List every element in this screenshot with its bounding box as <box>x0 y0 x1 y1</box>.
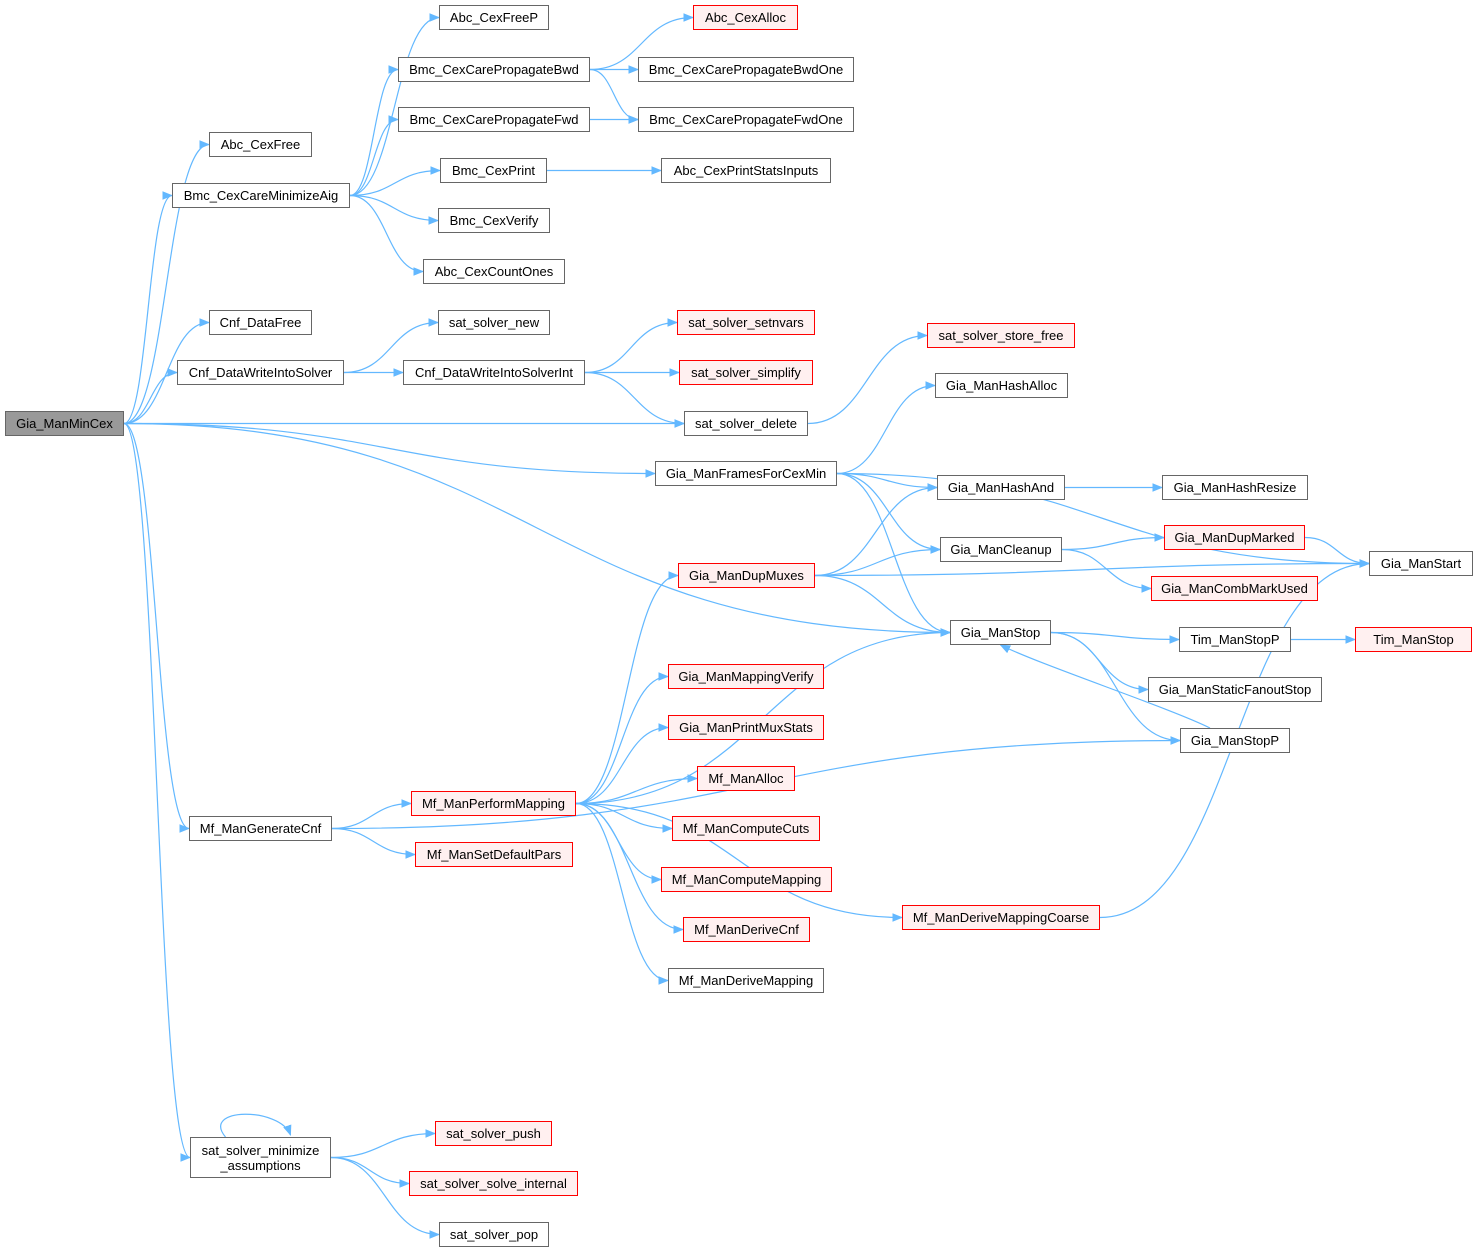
node-gia-manhashalloc[interactable]: Gia_ManHashAlloc <box>935 373 1068 398</box>
edge-mf-manperformmapping-to-gia-manprintmuxstats <box>575 723 670 805</box>
edge-gia-manstop-to-tim-manstopp <box>1050 631 1181 644</box>
edge-bmc-cexcarepropagatebwd-to-abc-cexalloc <box>589 13 695 71</box>
edge-mf-manperformmapping-to-gia-mandupmuxes <box>575 571 680 805</box>
node-bmc-cexprint[interactable]: Bmc_CexPrint <box>440 158 547 183</box>
node-mf-manderivecnf[interactable]: Mf_ManDeriveCnf <box>683 917 810 942</box>
edge-gia-manframesforcexmin-to-gia-mancleanup <box>836 472 942 554</box>
node-sat-solver-push[interactable]: sat_solver_push <box>435 1121 552 1146</box>
edge-gia-mandupmuxes-to-gia-mancleanup <box>814 545 942 577</box>
node-bmc-cexcarepropagatefwdone[interactable]: Bmc_CexCarePropagateFwdOne <box>638 107 854 132</box>
node-abc-cexalloc[interactable]: Abc_CexAlloc <box>693 5 798 30</box>
node-gia-manframesforcexmin[interactable]: Gia_ManFramesForCexMin <box>655 461 837 486</box>
node-gia-manstart[interactable]: Gia_ManStart <box>1369 551 1473 576</box>
edge-bmc-cexcareminimizeaig-to-bmc-cexprint <box>349 166 442 197</box>
node-bmc-cexcarepropagatebwdone[interactable]: Bmc_CexCarePropagateBwdOne <box>638 57 854 82</box>
node-gia-manstop[interactable]: Gia_ManStop <box>950 620 1051 645</box>
node-mf-manperformmapping[interactable]: Mf_ManPerformMapping <box>411 791 576 816</box>
edge-bmc-cexcarepropagatebwd-to-bmc-cexcarepropagatefwdone <box>589 68 640 124</box>
edge-gia-manmincex-to-cnf-datawriteintosolver <box>123 368 179 425</box>
edge-sat-solver-minimize-assumptions-to-sat-solver-pop <box>330 1156 441 1239</box>
edge-sat-solver-delete-to-sat-solver-store-free <box>807 331 929 425</box>
edge-mf-manperformmapping-to-mf-manderivemapping <box>575 802 670 985</box>
edge-mf-manperformmapping-to-gia-manmappingverify <box>575 672 670 805</box>
edge-cnf-datawriteintosolverint-to-sat-solver-delete <box>584 371 686 428</box>
node-mf-mancomputecuts[interactable]: Mf_ManComputeCuts <box>672 816 820 841</box>
node-sat-solver-solve-internal[interactable]: sat_solver_solve_internal <box>409 1171 578 1196</box>
edge-bmc-cexcareminimizeaig-to-abc-cexfreep <box>349 13 441 197</box>
node-cnf-datafree[interactable]: Cnf_DataFree <box>209 310 312 335</box>
edge-gia-mandupmuxes-to-gia-manstop <box>814 574 952 637</box>
node-gia-mancombmarkused[interactable]: Gia_ManCombMarkUsed <box>1151 576 1318 601</box>
node-gia-manhashresize[interactable]: Gia_ManHashResize <box>1162 475 1308 500</box>
node-bmc-cexcarepropagatefwd[interactable]: Bmc_CexCarePropagateFwd <box>398 107 590 132</box>
edge-gia-manmincex-to-bmc-cexcareminimizeaig <box>123 191 174 425</box>
node-sat-solver-minimize-assumptions[interactable]: sat_solver_minimize _assumptions <box>190 1137 331 1178</box>
edge-gia-mandupmarked-to-gia-manstart <box>1304 536 1371 568</box>
edge-bmc-cexcareminimizeaig-to-bmc-cexverify <box>349 194 440 225</box>
edge-mf-manperformmapping-to-mf-manderivecnf <box>575 802 685 934</box>
edge-sat-solver-minimize-assumptions-to-sat-solver-solve-internal <box>330 1156 411 1188</box>
node-tim-manstopp[interactable]: Tim_ManStopP <box>1179 627 1291 652</box>
edge-mf-manperformmapping-to-mf-manderivemappingcoarse <box>575 802 904 922</box>
node-bmc-cexverify[interactable]: Bmc_CexVerify <box>438 208 550 233</box>
edge-gia-manmincex-to-mf-mangeneratecnf <box>123 422 191 833</box>
edge-gia-mandupmuxes-to-gia-manstart <box>814 559 1371 577</box>
node-sat-solver-store-free[interactable]: sat_solver_store_free <box>927 323 1075 348</box>
node-mf-mancomputemapping[interactable]: Mf_ManComputeMapping <box>661 867 832 892</box>
edge-gia-manstop-to-gia-manstopp <box>1050 631 1182 745</box>
node-gia-mancleanup[interactable]: Gia_ManCleanup <box>940 537 1062 562</box>
node-abc-cexfree[interactable]: Abc_CexFree <box>209 132 312 157</box>
edge-cnf-datawriteintosolver-to-sat-solver-new <box>343 318 440 374</box>
edge-bmc-cexcareminimizeaig-to-bmc-cexcarepropagatebwd <box>349 65 400 197</box>
node-abc-cexfreep[interactable]: Abc_CexFreeP <box>439 5 549 30</box>
node-mf-manalloc[interactable]: Mf_ManAlloc <box>697 766 795 791</box>
edge-sat-solver-minimize-assumptions-to-sat-solver-minimize-assumptions <box>220 1113 292 1138</box>
node-gia-manhashand[interactable]: Gia_ManHashAnd <box>937 475 1065 500</box>
edge-mf-manperformmapping-to-mf-manalloc <box>575 774 699 805</box>
edge-gia-manframesforcexmin-to-gia-manhashalloc <box>836 381 937 475</box>
node-mf-manderivemapping[interactable]: Mf_ManDeriveMapping <box>668 968 824 993</box>
edge-mf-mangeneratecnf-to-mf-manperformmapping <box>331 799 413 830</box>
edge-gia-mandupmuxes-to-gia-manhashand <box>814 483 939 577</box>
edge-gia-manmincex-to-sat-solver-minimize-assumptions <box>123 422 192 1162</box>
node-gia-manmappingverify[interactable]: Gia_ManMappingVerify <box>668 664 824 689</box>
edge-gia-manmincex-to-gia-manframesforcexmin <box>123 422 657 478</box>
node-gia-mandupmuxes[interactable]: Gia_ManDupMuxes <box>678 563 815 588</box>
node-cnf-datawriteintosolverint[interactable]: Cnf_DataWriteIntoSolverInt <box>403 360 585 385</box>
edge-gia-manmincex-to-cnf-datafree <box>123 318 211 425</box>
node-gia-manstaticfanoutstop[interactable]: Gia_ManStaticFanoutStop <box>1148 677 1322 702</box>
node-cnf-datawriteintosolver[interactable]: Cnf_DataWriteIntoSolver <box>177 360 344 385</box>
node-sat-solver-simplify[interactable]: sat_solver_simplify <box>679 360 813 385</box>
node-sat-solver-setnvars[interactable]: sat_solver_setnvars <box>677 310 815 335</box>
edge-gia-manframesforcexmin-to-gia-manstop <box>836 472 952 637</box>
node-bmc-cexcareminimizeaig[interactable]: Bmc_CexCareMinimizeAig <box>172 183 350 208</box>
node-gia-manstopp[interactable]: Gia_ManStopP <box>1180 728 1290 753</box>
node-mf-manderivemappingcoarse[interactable]: Mf_ManDeriveMappingCoarse <box>902 905 1100 930</box>
node-bmc-cexcarepropagatebwd[interactable]: Bmc_CexCarePropagateBwd <box>398 57 590 82</box>
node-sat-solver-delete[interactable]: sat_solver_delete <box>684 411 808 436</box>
edge-gia-manmincex-to-gia-manstop <box>123 422 952 637</box>
edge-gia-manframesforcexmin-to-gia-manstart <box>836 472 1371 568</box>
node-sat-solver-pop[interactable]: sat_solver_pop <box>439 1222 549 1247</box>
edge-gia-manmincex-to-abc-cexfree <box>123 140 211 425</box>
edge-gia-mancleanup-to-gia-mandupmarked <box>1061 533 1166 551</box>
edge-mf-mangeneratecnf-to-mf-mansetdefaultpars <box>331 827 417 859</box>
node-sat-solver-new[interactable]: sat_solver_new <box>438 310 550 335</box>
node-mf-mangeneratecnf[interactable]: Mf_ManGenerateCnf <box>189 816 332 841</box>
edge-gia-manstopp-to-gia-manstop <box>999 644 1211 729</box>
node-gia-manmincex: Gia_ManMinCex <box>5 411 124 436</box>
node-mf-mansetdefaultpars[interactable]: Mf_ManSetDefaultPars <box>415 842 573 867</box>
edge-gia-manframesforcexmin-to-gia-manhashand <box>836 472 939 492</box>
node-abc-cexcountones[interactable]: Abc_CexCountOnes <box>423 259 565 284</box>
node-gia-manprintmuxstats[interactable]: Gia_ManPrintMuxStats <box>668 715 824 740</box>
edge-bmc-cexcareminimizeaig-to-abc-cexcountones <box>349 194 425 276</box>
node-abc-cexprintstatsinputs[interactable]: Abc_CexPrintStatsInputs <box>661 158 831 183</box>
edge-bmc-cexcareminimizeaig-to-bmc-cexcarepropagatefwd <box>349 115 400 197</box>
node-tim-manstop[interactable]: Tim_ManStop <box>1355 627 1472 652</box>
edge-sat-solver-minimize-assumptions-to-sat-solver-push <box>330 1129 437 1159</box>
node-gia-mandupmarked[interactable]: Gia_ManDupMarked <box>1164 525 1305 550</box>
edge-cnf-datawriteintosolverint-to-sat-solver-setnvars <box>584 318 679 374</box>
